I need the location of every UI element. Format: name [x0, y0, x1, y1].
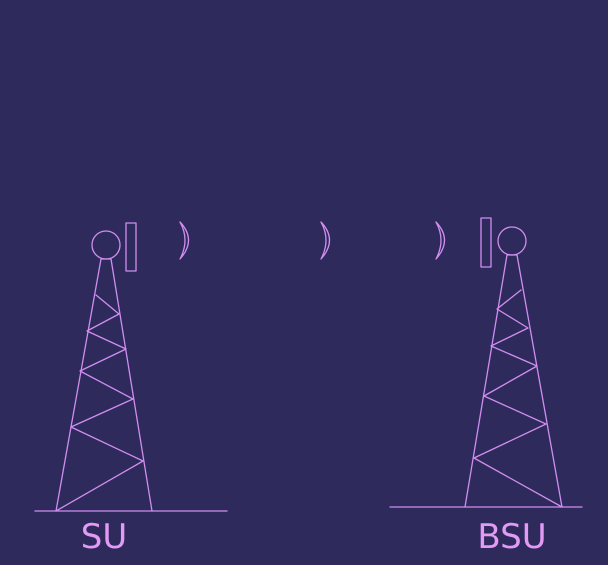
signal-wave-icon	[435, 221, 446, 260]
bsu-dish-icon	[497, 226, 527, 256]
bsu-antenna-panel	[480, 217, 492, 268]
signal-wave-icon	[179, 221, 190, 260]
su-dish-icon	[91, 230, 121, 260]
signal-waves	[179, 221, 446, 260]
su-tower-bracing	[55, 294, 144, 512]
su-antenna-panel	[125, 222, 137, 272]
bsu-tower-bracing	[473, 289, 563, 508]
su-tower: SU	[34, 222, 228, 557]
bsu-tower-frame	[464, 254, 563, 508]
signal-wave-icon	[320, 221, 331, 260]
su-tower-frame	[55, 258, 153, 512]
bsu-label: BSU	[477, 517, 546, 557]
bsu-tower: BSU	[389, 217, 583, 557]
su-label: SU	[81, 517, 127, 557]
